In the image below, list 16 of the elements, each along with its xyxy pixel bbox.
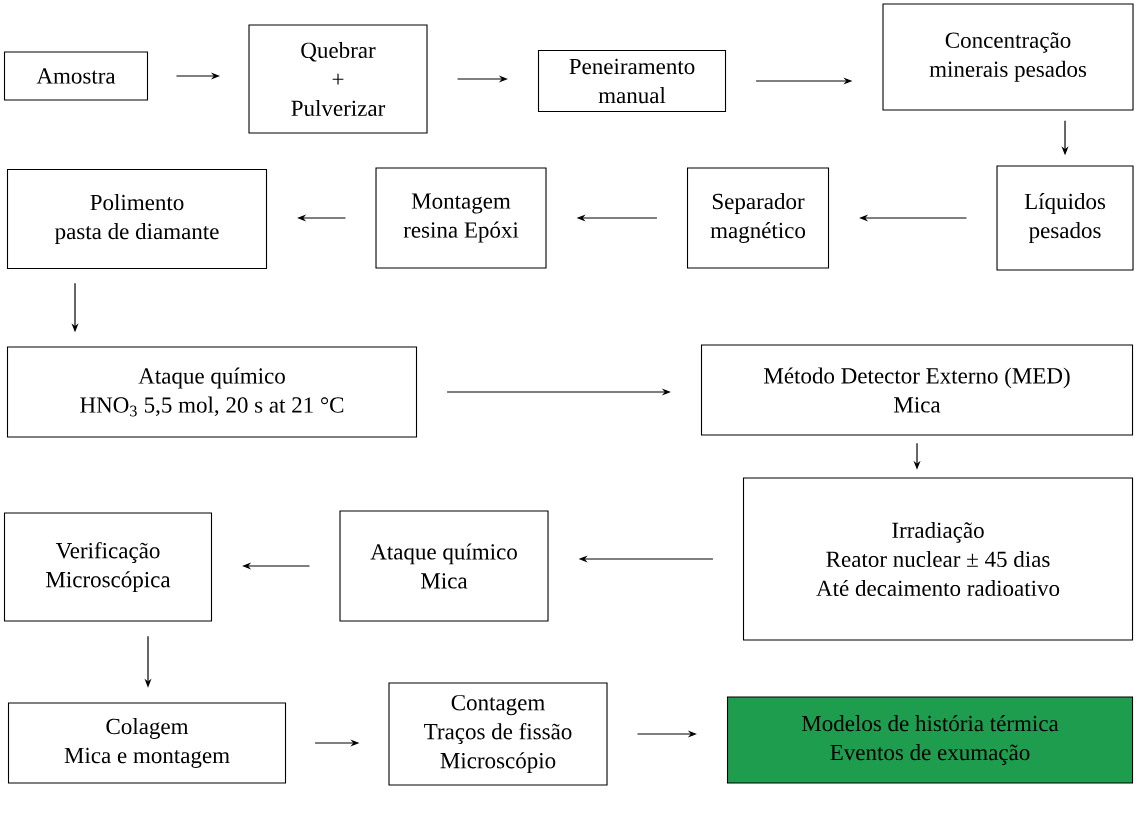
process-box: Ataque químico HNO$_{3}$ 5,5 mol, 20 s at 21 °C: [6, 346, 418, 438]
process-box: Peneiramento manual: [537, 49, 727, 113]
process-box: Contagem Traços de fissão Microscópio: [388, 682, 608, 786]
process-box: Verificação Microscópica: [3, 512, 213, 622]
process-box: Método Detector Externo (MED) Mica: [700, 344, 1134, 436]
process-box: Irradiação Reator nuclear ± 45 dias Até decaimento radioativo: [742, 477, 1134, 641]
process-box: Ataque químico Mica: [339, 510, 549, 622]
process-box: Amostra: [3, 51, 149, 101]
process-box: Colagem Mica e montagem: [7, 702, 287, 784]
process-box: Concentração minerais pesados: [882, 3, 1134, 111]
process-box: Separador magnético: [686, 167, 830, 269]
result-box: Modelos de história térmica Eventos de exumação: [726, 696, 1134, 784]
process-box: Líquidos pesados: [996, 165, 1134, 271]
process-box: Montagem resina Epóxi: [375, 167, 547, 269]
process-box: Quebrar + Pulverizar: [248, 24, 428, 134]
process-box: Polimento pasta de diamante: [6, 168, 268, 270]
